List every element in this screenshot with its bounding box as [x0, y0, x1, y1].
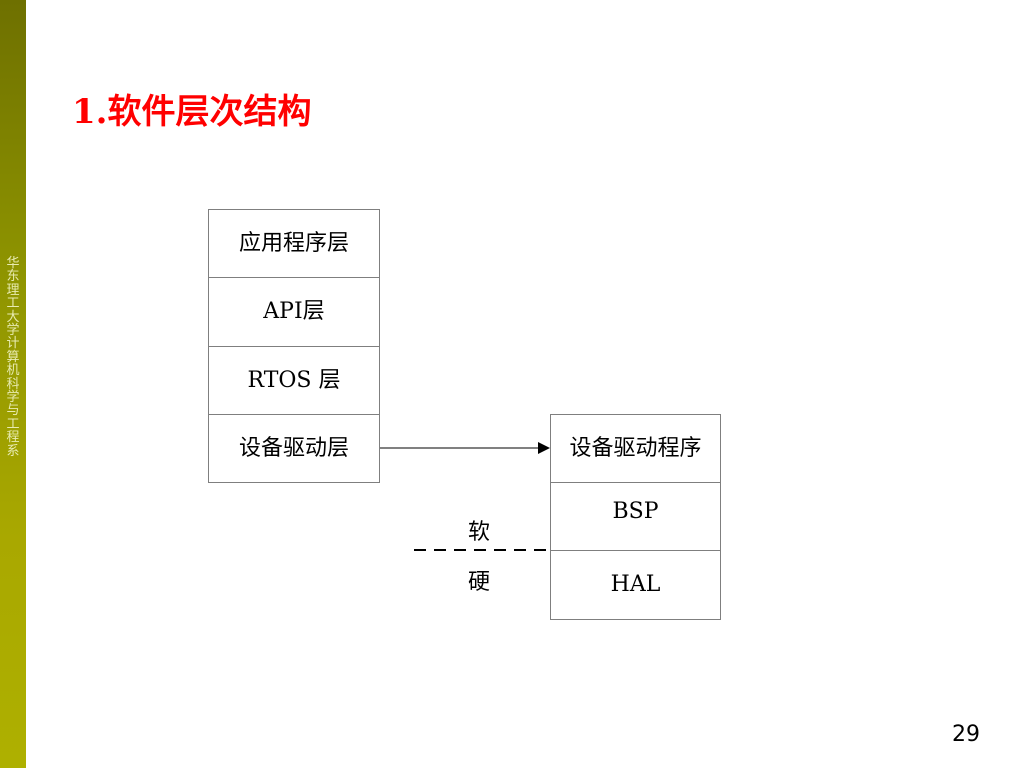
sidebar: 华东理工大学计算机科学与工程系 — [0, 0, 26, 768]
page-number: 29 — [952, 722, 980, 747]
layer-application: 应用程序层 — [208, 209, 380, 278]
layer-rtos: RTOS 层 — [208, 346, 380, 415]
hardware-label: 硬 — [468, 570, 491, 595]
driver-arrow-head — [538, 442, 550, 454]
slide-title: 1.软件层次结构 — [72, 92, 312, 132]
layer-device-driver: 设备驱动层 — [208, 414, 380, 483]
layer-api: API层 — [208, 277, 380, 347]
layer-hal: HAL — [550, 550, 721, 620]
layer-bsp: BSP — [550, 482, 721, 551]
software-label: 软 — [468, 520, 491, 545]
sidebar-organization-text: 华东理工大学计算机科学与工程系 — [6, 256, 20, 459]
